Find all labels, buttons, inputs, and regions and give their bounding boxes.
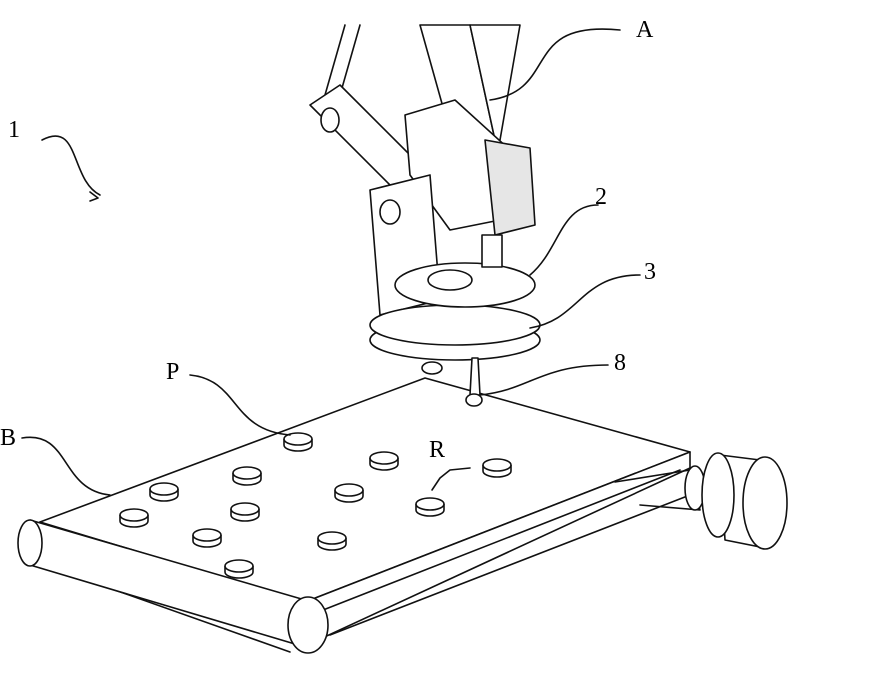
leader-lines xyxy=(21,28,641,496)
label-r: R xyxy=(429,437,446,463)
label-1: 1 xyxy=(8,117,20,143)
product-puck xyxy=(224,559,254,579)
product-puck xyxy=(119,508,149,528)
product-puck xyxy=(283,432,313,452)
label-2: 2 xyxy=(595,184,607,210)
label-p: P xyxy=(166,359,180,385)
product-puck xyxy=(482,458,512,478)
product-puck xyxy=(232,466,262,486)
label-3: 3 xyxy=(644,259,656,285)
robot-head xyxy=(309,24,541,407)
product-puck xyxy=(334,483,364,503)
product-puck xyxy=(149,482,179,502)
label-8: 8 xyxy=(614,350,626,376)
product-puck xyxy=(415,497,445,517)
label-b: B xyxy=(0,425,17,451)
product-puck xyxy=(317,531,347,551)
products xyxy=(119,432,512,579)
product-puck xyxy=(230,502,260,522)
product-puck xyxy=(369,451,399,471)
product-puck xyxy=(192,528,222,548)
label-a: A xyxy=(636,17,654,43)
